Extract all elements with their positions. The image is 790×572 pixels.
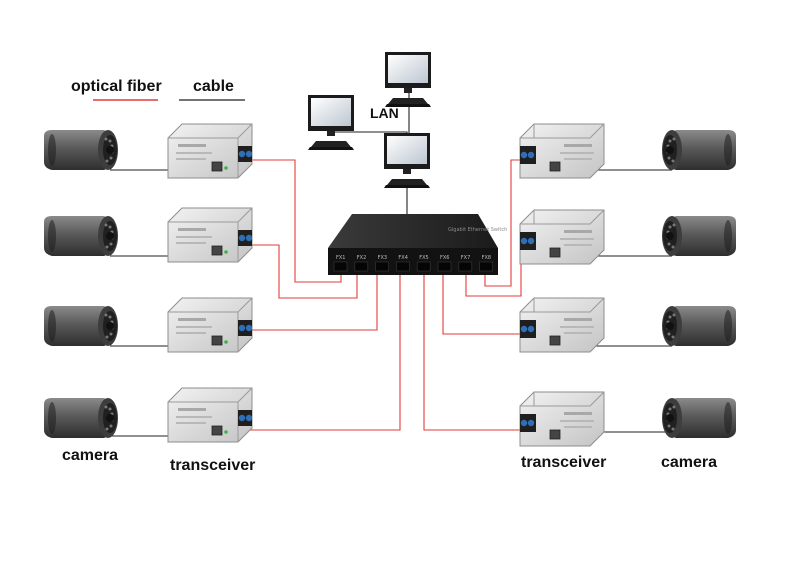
camera-icon-right-1	[662, 130, 736, 170]
legend: optical fiber cable	[71, 78, 245, 101]
transceiver-label-right: transceiver	[521, 454, 606, 471]
camera-label-right: camera	[661, 454, 717, 471]
camera-icon-left-1	[44, 130, 118, 170]
transceiver-icon-left-4	[167, 387, 253, 443]
transceiver-label-left: transceiver	[170, 457, 255, 474]
camera-label-left: camera	[62, 447, 118, 464]
transceiver-icon-left-3	[167, 297, 253, 353]
switch-port-label: FX3	[378, 255, 387, 261]
switch-port-slot	[354, 261, 369, 272]
switch-port-label: FX5	[419, 255, 428, 261]
transceiver-icon-right-2	[519, 209, 605, 265]
switch-port-slot	[437, 261, 452, 272]
transceiver-icon-right-4	[519, 391, 605, 447]
legend-cable-label: cable	[193, 78, 234, 95]
camera-icon-left-3	[44, 306, 118, 346]
legend-fiber-label: optical fiber	[71, 78, 162, 95]
transceiver-icon-right-3	[519, 297, 605, 353]
switch-name: Gigabit Ethernet Switch	[448, 227, 507, 233]
lan-label: LAN	[370, 105, 399, 121]
camera-icon-right-3	[662, 306, 736, 346]
camera-icon-left-2	[44, 216, 118, 256]
optical-fibers	[250, 159, 531, 431]
computer-left	[308, 95, 354, 150]
transceiver-icon-right-1	[519, 123, 605, 179]
transceiver-icon-left-2	[167, 207, 253, 263]
switch-port-slot	[416, 261, 431, 272]
switch-port-slot	[333, 261, 348, 272]
camera-icon-right-2	[662, 216, 736, 256]
computer-top	[385, 52, 431, 107]
switch-port-label: FX4	[398, 255, 407, 261]
switch-port-label: FX6	[440, 255, 449, 261]
transceiver-icon-left-1	[167, 123, 253, 179]
switch-port-slot	[479, 261, 493, 272]
switch-port-label: FX1	[336, 255, 345, 261]
switch-port-slot	[396, 261, 410, 272]
switch-port-label: FX7	[461, 255, 470, 261]
switch-ports: FX1 FX2 FX3 FX4 FX5 FX6 FX7 FX8	[333, 255, 493, 272]
switch-port-slot	[375, 261, 389, 272]
computer-bottom	[384, 133, 430, 188]
camera-icon-right-4	[662, 398, 736, 438]
camera-icon-left-4	[44, 398, 118, 438]
switch-port-slot	[458, 261, 473, 272]
switch-port-label: FX2	[357, 255, 366, 261]
switch-port-label: FX8	[482, 255, 491, 261]
